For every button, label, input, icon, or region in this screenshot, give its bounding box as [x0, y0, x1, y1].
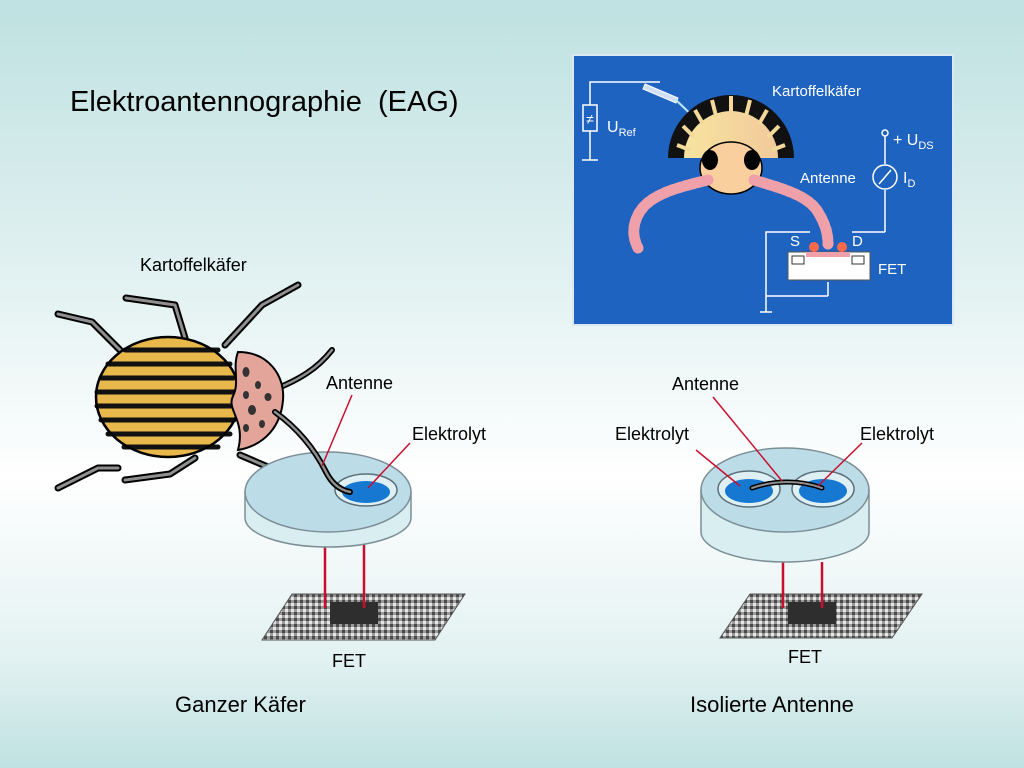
left-electrolyte-label: Elektrolyt [412, 424, 486, 444]
id-label: ID [903, 170, 915, 190]
left-antenna-label: Antenne [326, 373, 393, 393]
right-fet-chip [719, 593, 923, 639]
inset-beetle [668, 95, 794, 195]
uds-label: + UDS [893, 132, 934, 152]
beetle-label: Kartoffelkäfer [140, 255, 247, 275]
right-electrolyte-right-pointer [817, 442, 863, 487]
inset-beetle-label: Kartoffelkäfer [772, 83, 861, 100]
left-electrolyte-disc [244, 451, 412, 548]
left-electrolyte-pool [342, 481, 390, 503]
inset-antenna-label: Antenne [800, 170, 856, 187]
fet-circuit-inset: ≠ URef Kartoffelkäfer [572, 54, 954, 326]
inset-antenna-left [628, 174, 714, 254]
left-fet-label: FET [332, 651, 366, 671]
beetle-elytra [94, 335, 242, 459]
left-antenna-pointer [321, 394, 353, 467]
right-antenna-label: Antenne [672, 374, 739, 394]
electrode-needle [642, 83, 679, 104]
caption-whole-beetle: Ganzer Käfer [175, 692, 306, 717]
neq-symbol: ≠ [586, 111, 594, 127]
ammeter-icon [872, 164, 898, 190]
uref-label: URef [607, 119, 637, 139]
beetle-pronotum [230, 350, 285, 452]
caption-isolated-antenna: Isolierte Antenne [690, 692, 854, 717]
drain-supply-circuit [852, 129, 889, 233]
right-fet-label: FET [788, 647, 822, 667]
right-electrolyte-disc [700, 447, 870, 563]
slide-title: Elektroantennographie (EAG) [70, 86, 459, 118]
inset-fet-chip [760, 231, 871, 313]
left-electrolyte-pointer [367, 442, 411, 489]
left-fet-chip [261, 593, 466, 641]
whole-beetle-setup [54, 281, 466, 641]
isolated-antenna-setup [695, 396, 923, 639]
right-electrolyte-right-label: Elektrolyt [860, 424, 934, 444]
source-label: S [790, 233, 800, 250]
right-electrolyte-left-label: Elektrolyt [615, 424, 689, 444]
right-antenna-pointer [712, 396, 783, 482]
right-electrolyte-left-pointer [695, 449, 741, 487]
reference-voltage-source: ≠ [582, 81, 660, 161]
inset-antenna-right [748, 174, 834, 250]
inset-background [572, 54, 954, 326]
drain-label: D [852, 233, 863, 250]
inset-fet-label: FET [878, 261, 906, 278]
